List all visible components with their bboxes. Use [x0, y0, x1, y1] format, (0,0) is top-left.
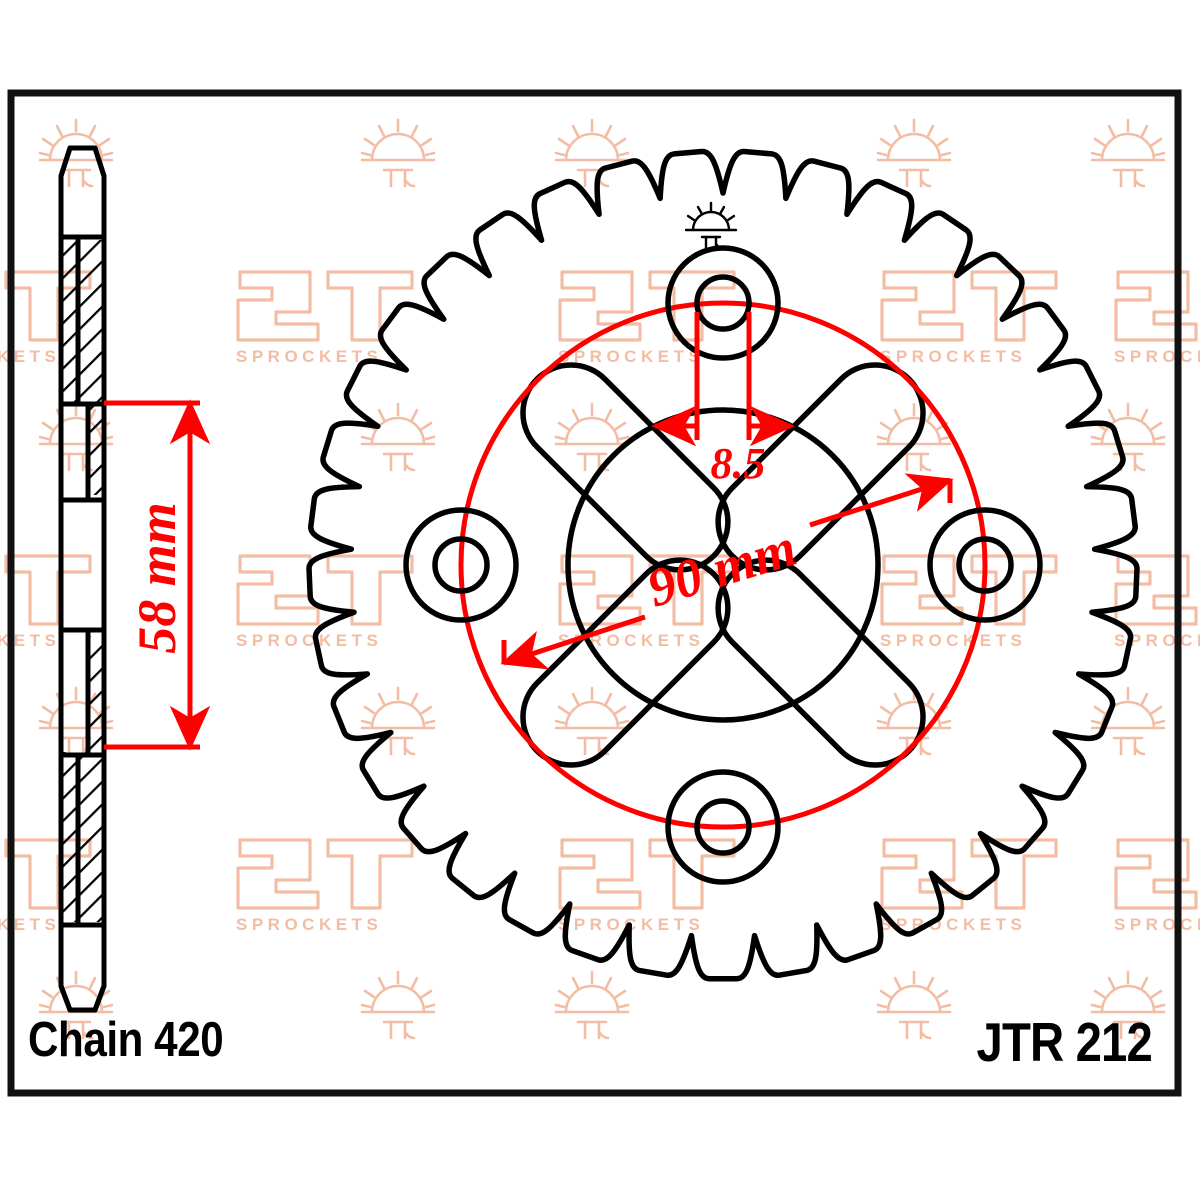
- jt-brand-mark-icon: [684, 201, 738, 250]
- dimension-58mm: [104, 399, 211, 751]
- part-number-label: JTR 212: [976, 1011, 1153, 1073]
- bolt-hole-left: [403, 507, 519, 623]
- center-bore: [565, 407, 881, 723]
- dimension-90mm: [500, 473, 954, 670]
- bolt-circle-pcd: [458, 300, 988, 830]
- bolt-hole-bottom: [665, 769, 781, 885]
- label-58mm: 58 mm: [127, 502, 187, 654]
- bolt-hole-right: [927, 507, 1043, 623]
- sprocket-body: [306, 148, 1140, 982]
- bolt-holes: [403, 245, 1043, 885]
- side-section-outline: [58, 145, 107, 1013]
- label-8p5: 8.5: [711, 439, 766, 488]
- dimension-8p5: [651, 312, 795, 447]
- chain-size-label: Chain 420: [28, 1013, 224, 1067]
- drawing-frame: [7, 89, 1182, 1097]
